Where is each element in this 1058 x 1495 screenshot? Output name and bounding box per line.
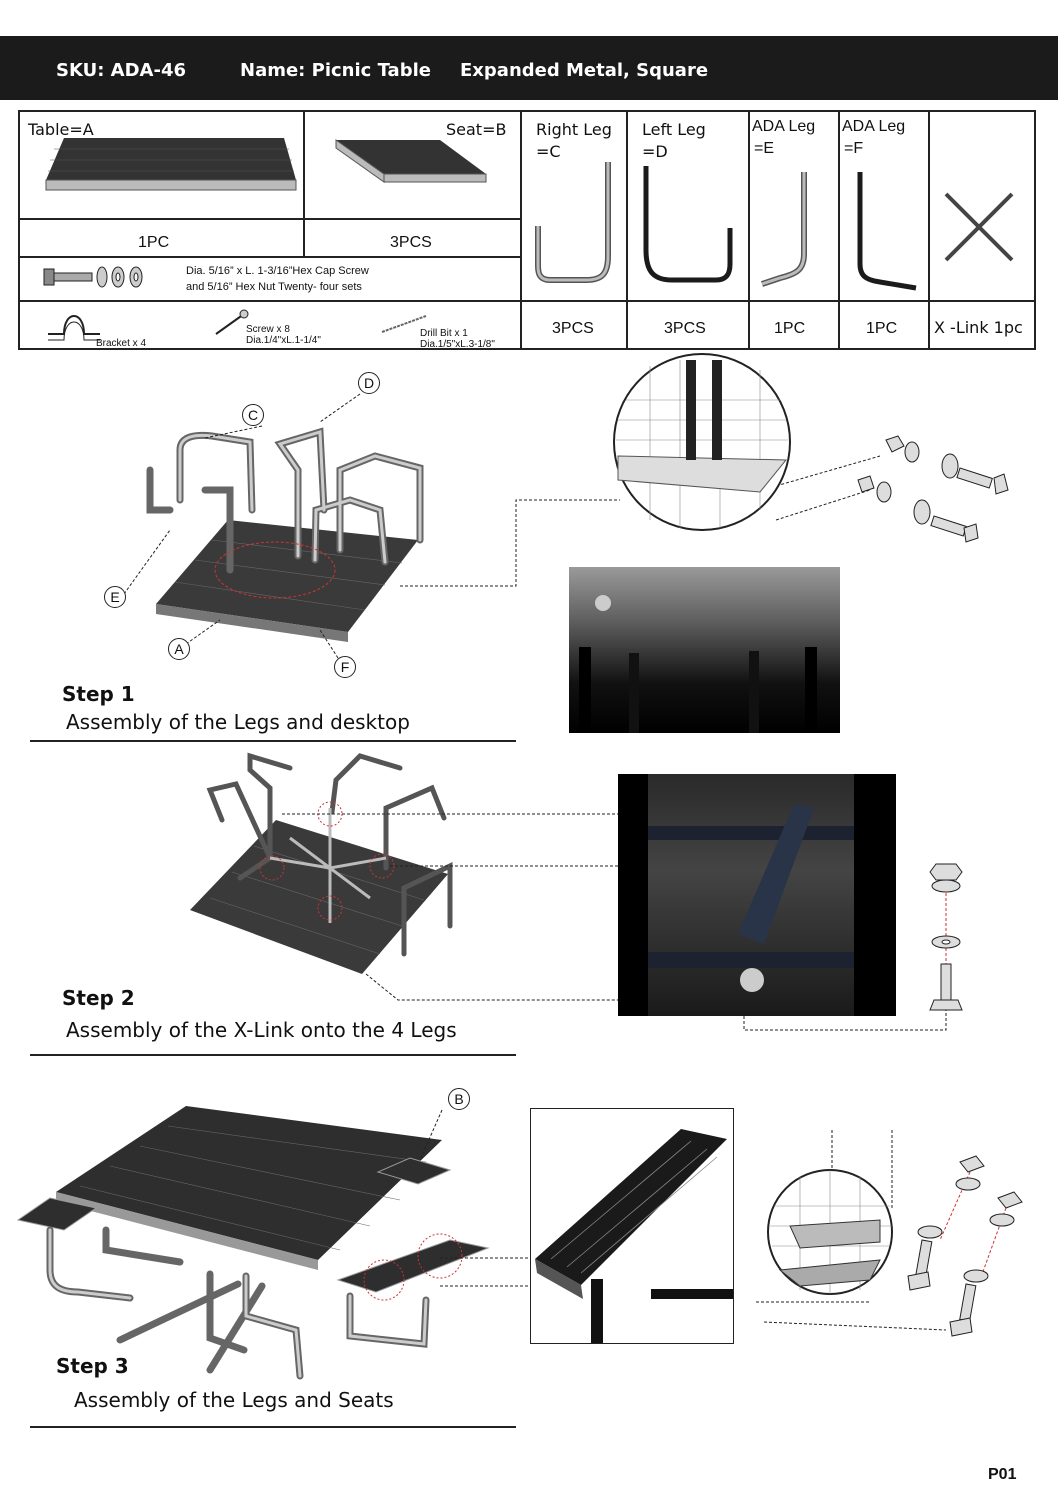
step3-title: Step 3 — [56, 1354, 129, 1378]
step1-rule — [30, 740, 516, 742]
seat-illustration — [335, 139, 487, 183]
step1-desc: Assembly of the Legs and desktop — [66, 710, 410, 734]
callout-e: E — [104, 586, 126, 608]
drill-line1: Drill Bit x 1 — [420, 328, 468, 339]
wood-screw-icon — [215, 309, 249, 335]
step2-photo — [618, 774, 896, 1016]
step2-desc: Assembly of the X-Link onto the 4 Legs — [66, 1018, 457, 1042]
right-leg-qty: 3PCS — [552, 320, 594, 337]
x-link-illustration — [944, 192, 1014, 262]
callout-d: D — [358, 372, 380, 394]
parts-table: Table=A 1PC Seat=B 3PCS Dia. 5/16” x L. … — [18, 110, 1036, 350]
left-leg-qty: 3PCS — [664, 320, 706, 337]
header-bar: SKU: ADA-46 Name: Picnic Table Expanded … — [0, 36, 1058, 100]
seat-label: Seat=B — [446, 120, 507, 139]
step3-rule — [30, 1426, 516, 1428]
bracket-icon — [48, 315, 100, 341]
ada-leg-e-code: =E — [754, 140, 775, 157]
step1-diagram — [123, 353, 1009, 659]
hex-screw-nut-icon — [43, 266, 143, 288]
drill-line2: Dia.1/5"xL.3-1/8" — [420, 339, 495, 350]
step2-title: Step 2 — [62, 986, 135, 1010]
ada-leg-e-illustration — [761, 172, 807, 287]
bracket-label: Bracket x 4 — [96, 338, 147, 349]
step1-title: Step 1 — [62, 682, 135, 706]
left-leg-code: =D — [642, 142, 668, 161]
right-leg-label: Right Leg — [536, 120, 612, 139]
product-name: Name: Picnic Table — [240, 60, 431, 81]
screw8-line1: Screw x 8 — [246, 324, 290, 335]
step2-diagram — [190, 752, 963, 1031]
seat-qty: 3PCS — [390, 234, 432, 251]
x-link-qty: X -Link 1pc — [934, 318, 1023, 337]
ada-leg-f-illustration — [857, 172, 917, 291]
product-type: Expanded Metal, Square — [460, 60, 709, 81]
table-qty: 1PC — [138, 234, 170, 251]
step3-diagram — [16, 1106, 1023, 1380]
right-leg-illustration — [535, 162, 611, 283]
step2-rule — [30, 1054, 516, 1056]
ada-leg-f-code: =F — [844, 140, 864, 157]
right-leg-code: =C — [536, 142, 561, 161]
table-top-illustration — [45, 138, 297, 191]
callout-c: C — [242, 404, 264, 426]
page-number: P01 — [988, 1466, 1017, 1483]
callout-f: F — [334, 656, 356, 678]
step3-desc: Assembly of the Legs and Seats — [74, 1388, 394, 1412]
table-label: Table=A — [28, 120, 94, 139]
step3-photo — [530, 1108, 734, 1344]
left-leg-illustration — [643, 166, 733, 283]
step1-photo — [569, 567, 840, 733]
callout-a: A — [168, 638, 190, 660]
screw8-line2: Dia.1/4"xL.1-1/4" — [246, 335, 321, 346]
ada-leg-e-label: ADA Leg — [752, 118, 816, 135]
hex-screw-line2: and 5/16” Hex Nut Twenty- four sets — [186, 281, 362, 293]
callout-b: B — [448, 1088, 470, 1110]
ada-leg-f-label: ADA Leg — [842, 118, 906, 135]
ada-leg-f-qty: 1PC — [866, 320, 898, 337]
hex-screw-line1: Dia. 5/16” x L. 1-3/16”Hex Cap Screw — [186, 265, 369, 277]
sku-label: SKU: ADA-46 — [56, 60, 186, 81]
left-leg-label: Left Leg — [642, 120, 706, 139]
ada-leg-e-qty: 1PC — [774, 320, 806, 337]
